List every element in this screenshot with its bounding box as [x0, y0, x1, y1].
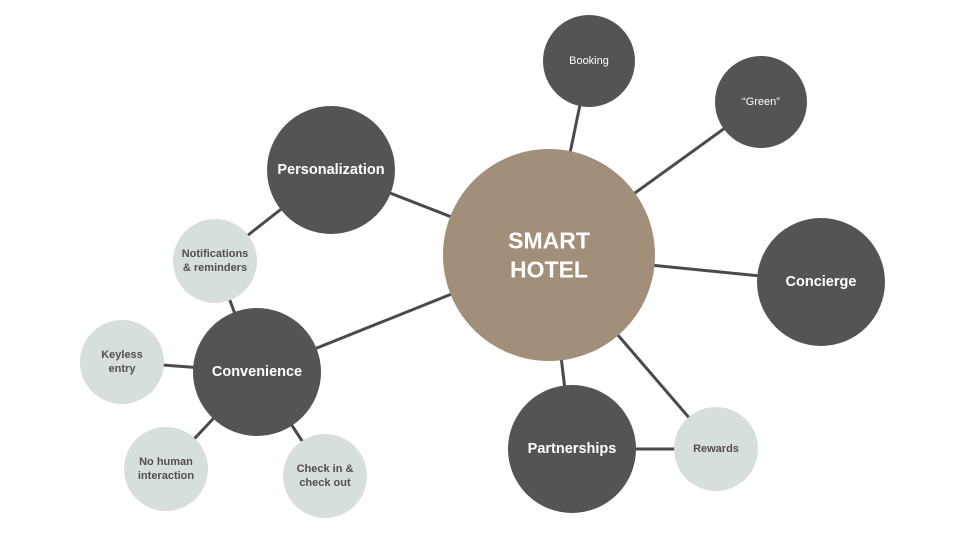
node-checkin-circle — [283, 434, 367, 518]
node-booking: Booking — [543, 15, 635, 107]
node-rewards: Rewards — [674, 407, 758, 491]
node-keyless-circle — [80, 320, 164, 404]
node-personalization-label-line-1: Personalization — [277, 162, 384, 178]
node-notifications-label-line-2: & reminders — [183, 262, 247, 274]
node-checkin-label-line-2: check out — [299, 477, 351, 489]
node-personalization: Personalization — [267, 106, 395, 234]
node-green-label-line-1: “Green” — [742, 96, 780, 108]
node-checkin: Check in & check out — [283, 434, 367, 518]
node-center-circle — [443, 149, 655, 361]
node-notifications: Notifications & reminders — [173, 219, 257, 303]
node-partnerships-circle — [508, 385, 636, 513]
node-convenience: Convenience — [193, 308, 321, 436]
node-personalization-circle — [267, 106, 395, 234]
node-no-human-label-line-2: interaction — [138, 470, 195, 482]
node-rewards-label-line-1: Rewards — [693, 443, 739, 455]
node-concierge: Concierge — [757, 218, 885, 346]
concept-nodes: SMART HOTEL Booking “Green” Concierge Persona… — [80, 15, 885, 518]
node-convenience-circle — [193, 308, 321, 436]
node-center: SMART HOTEL — [443, 149, 655, 361]
node-center-label-line-2: HOTEL — [510, 257, 588, 283]
node-no-human-circle — [124, 427, 208, 511]
node-concierge-circle — [757, 218, 885, 346]
node-booking-label-line-1: Booking — [569, 55, 609, 67]
node-notifications-label-line-1: Notifications — [182, 248, 249, 260]
node-partnerships-label-line-1: Partnerships — [528, 441, 617, 457]
node-rewards-circle — [674, 407, 758, 491]
node-keyless-label-line-2: entry — [109, 363, 137, 375]
node-convenience-label-line-1: Convenience — [212, 364, 302, 380]
node-green: “Green” — [715, 56, 807, 148]
node-notifications-circle — [173, 219, 257, 303]
node-no-human-label-line-1: No human — [139, 456, 193, 468]
node-booking-circle — [543, 15, 635, 107]
node-checkin-label-line-1: Check in & — [297, 463, 354, 475]
node-no-human: No human interaction — [124, 427, 208, 511]
node-keyless: Keyless entry — [80, 320, 164, 404]
node-concierge-label-line-1: Concierge — [786, 274, 857, 290]
node-partnerships: Partnerships — [508, 385, 636, 513]
node-green-circle — [715, 56, 807, 148]
node-center-label-line-1: SMART — [508, 228, 590, 254]
node-keyless-label-line-1: Keyless — [101, 349, 143, 361]
